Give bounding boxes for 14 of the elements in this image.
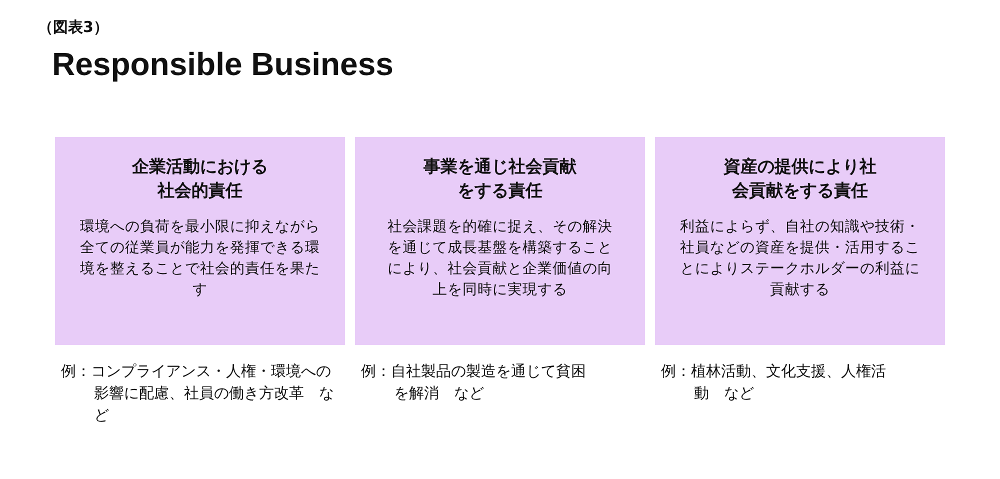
box-heading: 企業活動における社会的責任 xyxy=(130,156,269,203)
title: Responsible Business xyxy=(52,46,394,83)
example-text: 例：コンプライアンス・人権・環境への影響に配慮、社員の働き方改革 など xyxy=(61,361,335,426)
box-text: 環境への負荷を最小限に抑えながら全ての従業員が能力を発揮できる環境を整えることで社会的責任を果たす xyxy=(80,218,320,300)
example-text: 例：自社製品の製造を通じて貧困を解消 など xyxy=(361,361,587,404)
figure-number: （図表3） xyxy=(38,18,108,37)
text-box xyxy=(355,137,645,345)
text-box xyxy=(55,137,345,345)
box-text: 社会課題を的確に捉え、その解決を通じて成長基盤を構築することにより、社会貢献と企業価値の向上を同時に実現する xyxy=(386,218,614,300)
text-box xyxy=(655,137,945,345)
box-heading: 資産の提供により社会貢献をする責任 xyxy=(722,156,878,203)
box-heading: 事業を通じ社会貢献をする責任 xyxy=(422,156,578,203)
box-text: 利益によらず、自社の知識や技術・社員などの資産を提供・活用することによりステークホルダーの利益に貢献する xyxy=(680,218,920,300)
example-text: 例：植林活動、文化支援、人権活動 など xyxy=(661,361,887,404)
